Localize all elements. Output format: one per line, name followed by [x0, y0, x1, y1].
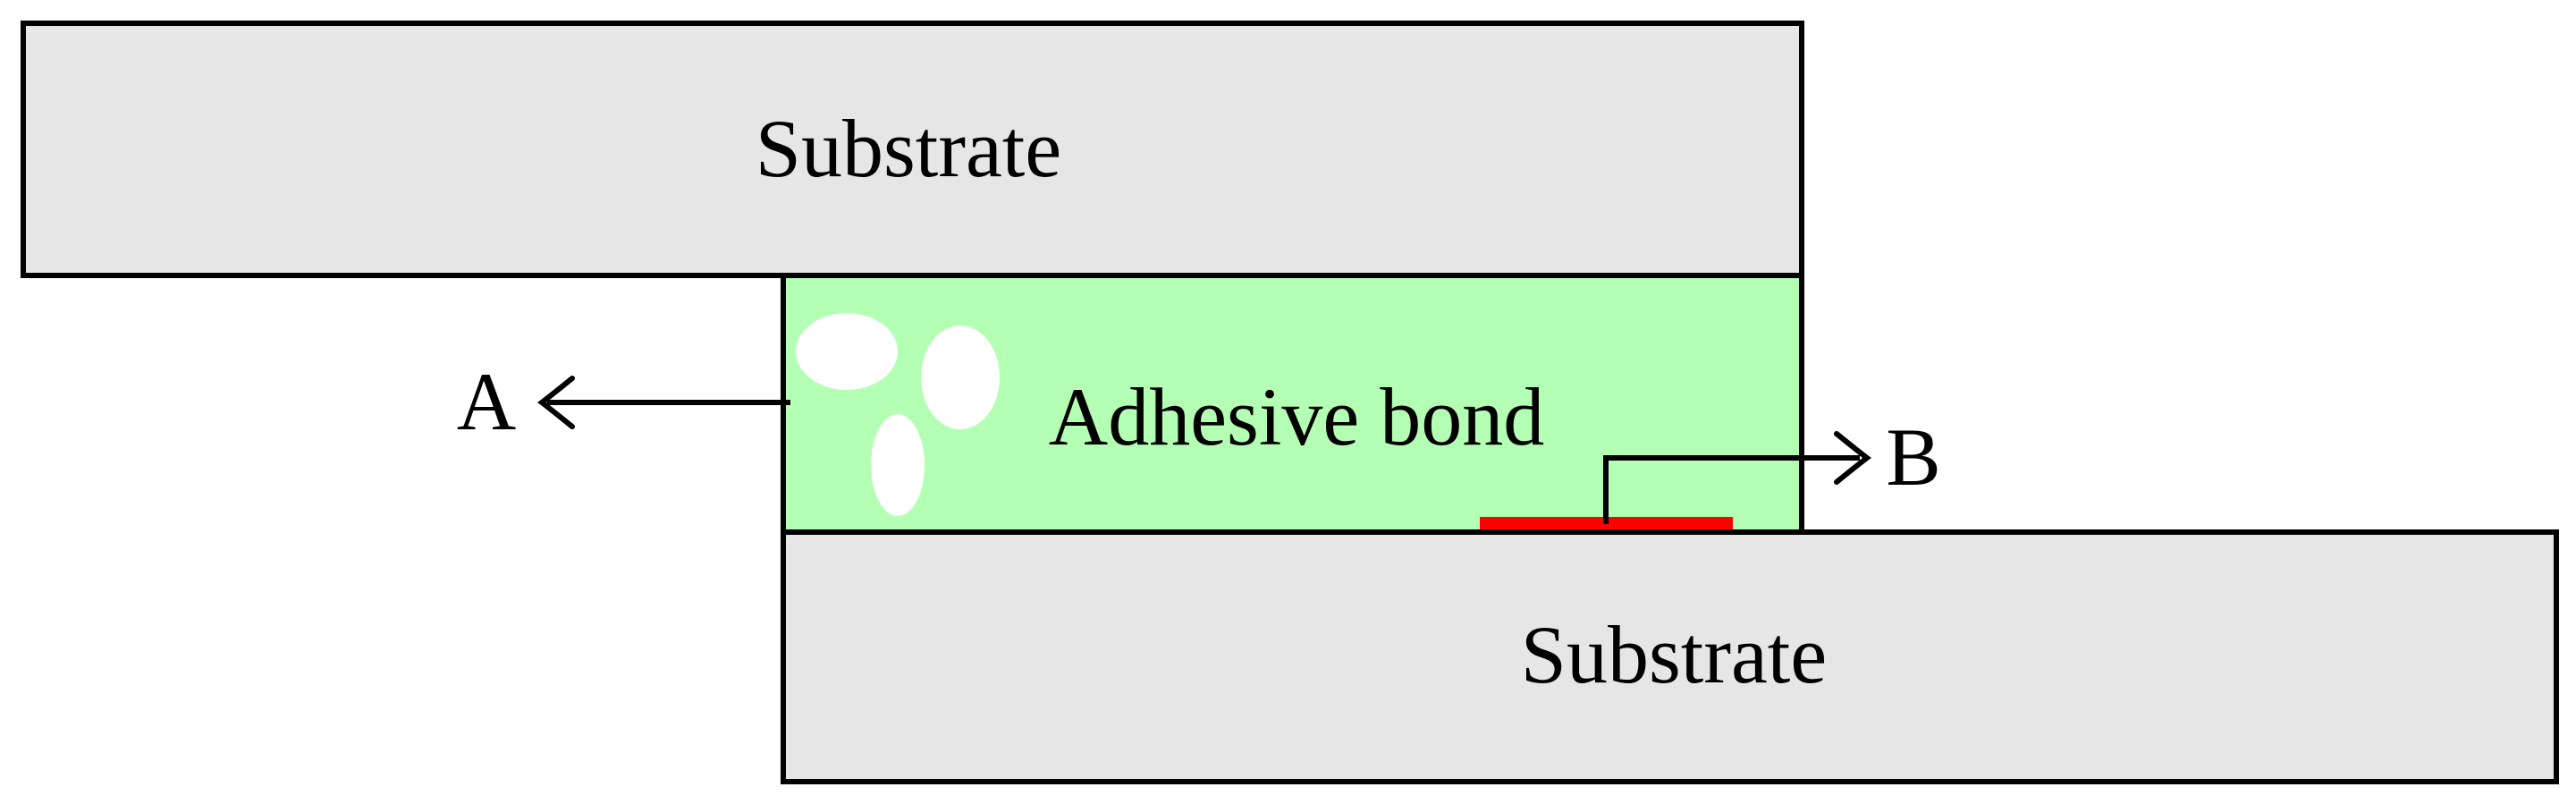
void-ellipse-2 [921, 326, 1000, 429]
marker-b-label: B [1886, 411, 1940, 503]
top-substrate-label: Substrate [756, 103, 1061, 194]
marker-a-arrowhead-icon [537, 376, 575, 429]
void-ellipse-1 [796, 313, 898, 390]
top-substrate-rect [21, 21, 1804, 278]
bottom-substrate-rect [781, 529, 2559, 784]
adhesive-bond-label: Adhesive bond [1049, 371, 1544, 462]
marker-a-label: A [457, 356, 516, 447]
marker-b-arrowhead-icon [1834, 431, 1871, 485]
marker-b-leader-line [1603, 455, 1860, 524]
bottom-substrate-label: Substrate [1521, 609, 1827, 700]
void-ellipse-3 [871, 414, 925, 516]
